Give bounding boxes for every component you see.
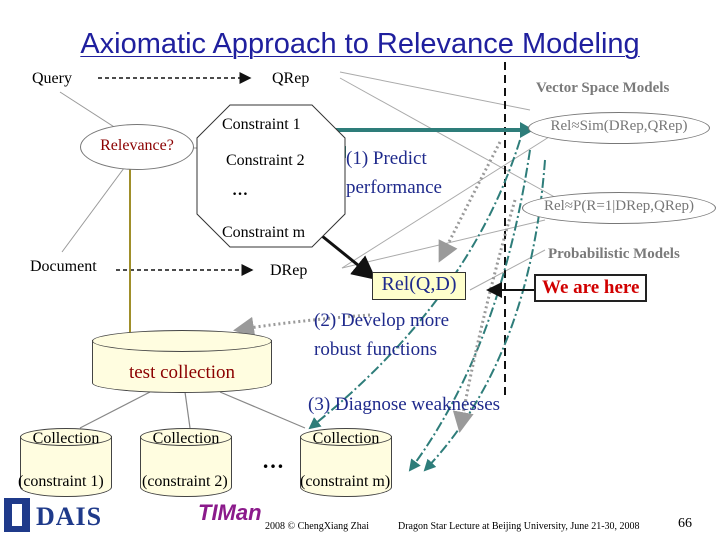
probabilistic-label: Probabilistic Models xyxy=(548,246,680,262)
rel-sim-label: Rel≈Sim(DRep,QRep) xyxy=(550,118,688,134)
gray-dotted-arrow-1 xyxy=(438,141,502,263)
teal-big-arrow xyxy=(300,122,534,138)
footer-lecture: Dragon Star Lecture at Beijing Universit… xyxy=(398,521,640,532)
query-label: Query xyxy=(32,70,72,87)
gray-dotted-arrow-2 xyxy=(452,199,517,433)
slide-title: Axiomatic Approach to Relevance Modeling xyxy=(80,28,640,60)
testcoll-to-coll2 xyxy=(184,391,191,429)
collection-m-constraint: (constraint m) xyxy=(300,473,391,490)
testcoll-to-coll1 xyxy=(79,391,151,429)
teal-dashed-curve-3 xyxy=(423,159,546,472)
gray-dotted-arrow-3 xyxy=(233,313,371,338)
constraints-to-relqd-arrow xyxy=(321,234,377,280)
university-logo-icon xyxy=(4,498,30,532)
develop-line-2: robust functions xyxy=(314,339,437,360)
rel-prob-label: Rel≈P(R=1|DRep,QRep) xyxy=(543,198,695,214)
collection-2-name: Collection xyxy=(152,430,220,447)
footer-copyright: 2008 © ChengXiang Zhai xyxy=(265,521,369,532)
constraint-octagon xyxy=(196,104,346,248)
qrep-label: QRep xyxy=(272,70,310,87)
vector-space-label: Vector Space Models xyxy=(536,80,670,96)
predict-line-2: performance xyxy=(346,177,442,198)
collection-1-name: Collection xyxy=(32,430,100,447)
collection-2: Collection xyxy=(140,428,232,504)
relevance-node: Relevance? xyxy=(80,124,194,170)
collection-2-constraint: (constraint 2) xyxy=(142,473,228,490)
collections-ellipsis: … xyxy=(262,448,284,473)
testcoll-to-coll3 xyxy=(219,391,306,429)
rel-prob-node: Rel≈P(R=1|DRep,QRep) xyxy=(522,192,716,224)
rel-sim-node: Rel≈Sim(DRep,QRep) xyxy=(528,112,710,144)
constraint-m-label: Constraint m xyxy=(222,224,306,241)
teal-dashed-curve-2 xyxy=(408,149,531,472)
page-number: 66 xyxy=(678,516,692,531)
constraint-1-label: Constraint 1 xyxy=(222,116,301,133)
drep-label: DRep xyxy=(270,262,308,279)
we-are-here-box: We are here xyxy=(534,274,648,302)
collection-m-name: Collection xyxy=(312,430,380,447)
rel-qd-label: Rel(Q,D) xyxy=(381,273,457,295)
timan-logo: TIMan xyxy=(198,500,262,525)
develop-line-1: (2) Develop more xyxy=(314,310,450,331)
test-collection-cylinder: test collection xyxy=(92,330,272,396)
collection-m: Collection xyxy=(300,428,392,504)
diagnose-label: (3) Diagnose weaknesses xyxy=(308,394,501,415)
constraint-ellipsis: … xyxy=(232,182,248,199)
document-label: Document xyxy=(30,258,97,275)
predict-line-1: (1) Predict xyxy=(346,148,427,169)
collection-1-constraint: (constraint 1) xyxy=(18,473,104,490)
relevance-label: Relevance? xyxy=(100,137,174,154)
test-collection-label: test collection xyxy=(128,362,236,383)
document-to-relevance-line xyxy=(61,159,131,253)
collection-1: Collection xyxy=(20,428,112,504)
rel-qd-box: Rel(Q,D) xyxy=(372,272,466,300)
constraint-2-label: Constraint 2 xyxy=(226,152,305,169)
dais-logo: DAIS xyxy=(36,502,103,531)
